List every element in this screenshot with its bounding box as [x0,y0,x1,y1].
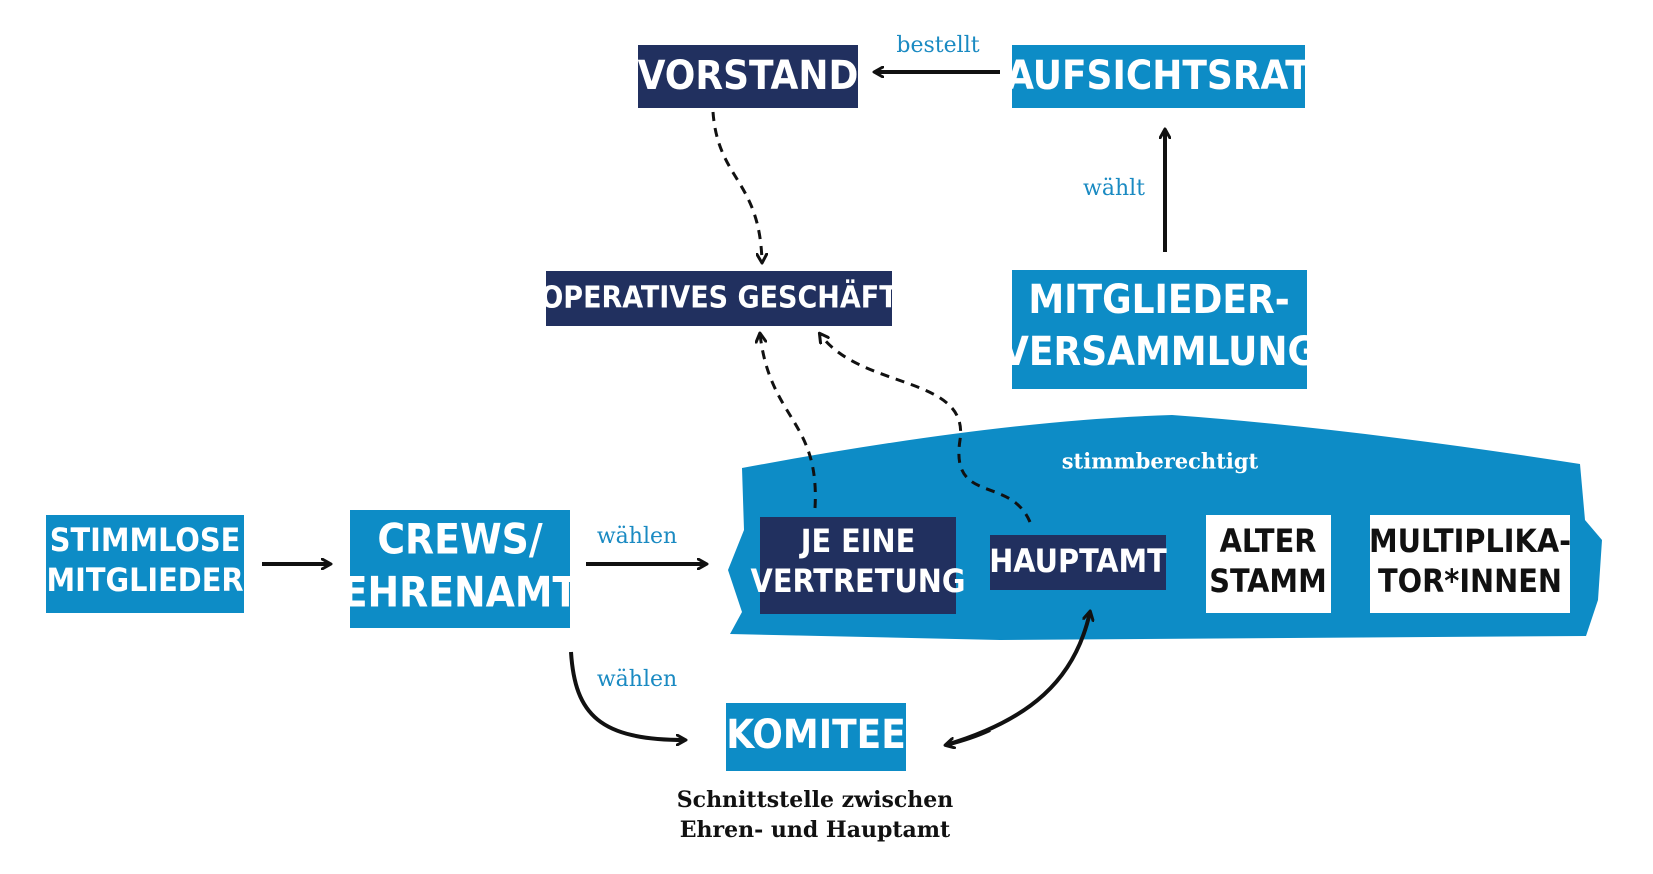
waehlt-label: wählt [1083,176,1145,201]
komitee-text: KOMITEE [726,712,906,758]
hauptamt-box [990,535,1166,590]
schnittstelle-label-line1: Schnittstelle zwischen [677,787,953,813]
hauptamt-text: HAUPTAMT [989,542,1167,580]
dashed-vorstand-to-operatives [711,111,762,262]
stimmlose-mitglieder-box [46,515,244,613]
stimmlose-mitglieder-text-line2: MITGLIEDER [46,561,243,599]
komitee-box [726,703,906,771]
multiplikatorinnen-box [1370,515,1570,613]
alter-stamm-text-line2: STAMM [1209,562,1326,600]
je-eine-vertretung-box [760,517,956,614]
crews-ehrenamt-text-line2: EHRENAMT [342,568,579,617]
multiplikatorinnen-text-line2: TOR*INNEN [1378,562,1562,600]
je-eine-vertretung-text-line1: JE EINE [799,522,916,560]
arrow-komitee-hauptamt-back [946,728,991,745]
schnittstelle-label-line2: Ehren- und Hauptamt [680,817,951,843]
vorstand-box [638,45,858,108]
je-eine-vertretung-text-line2: VERTRETUNG [751,562,966,600]
aufsichtsrat-text: AUFSICHTSRAT [1006,53,1310,99]
mitgliederversammlung-box [1012,270,1307,389]
stimmberechtigt-label: stimmberechtigt [1062,449,1259,474]
crews-ehrenamt-box [350,510,570,628]
arrow-waehlen-down [569,651,685,740]
aufsichtsrat-box [1012,45,1305,108]
bestellt-label: bestellt [896,33,979,58]
mitgliederversammlung-text-line2: VERSAMMLUNG [1001,329,1317,375]
alter-stamm-box [1206,515,1331,613]
crews-ehrenamt-text-line1: CREWS/ [377,515,543,564]
alter-stamm-text-line1: ALTER [1220,522,1317,560]
operatives-geschaeft-text: OPERATIVES GESCHÄFT [540,280,898,316]
stimmlose-mitglieder-text-line1: STIMMLOSE [50,521,240,559]
mitgliederversammlung-text-line1: MITGLIEDER- [1028,277,1289,323]
vorstand-text: VORSTAND [638,53,859,99]
multiplikatorinnen-text-line1: MULTIPLIKA- [1369,522,1571,560]
dashed-hauptamt-to-operatives [820,334,1032,523]
waehlen-right-label: wählen [597,524,677,549]
waehlen-down-label: wählen [597,667,677,692]
operatives-geschaeft-box [546,271,892,326]
